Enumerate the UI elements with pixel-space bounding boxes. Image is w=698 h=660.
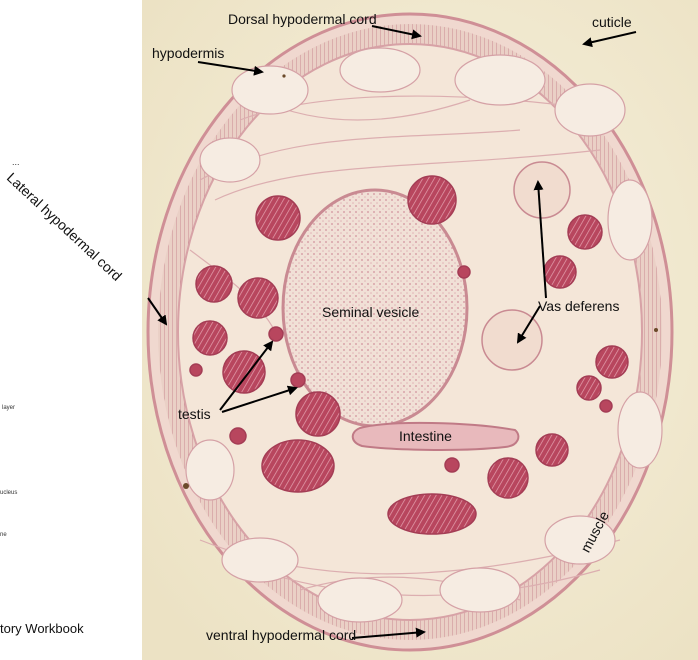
label-ventral-hypodermal-cord: ventral hypodermal cord	[206, 627, 357, 643]
label-hypodermis: hypodermis	[152, 45, 225, 61]
margin-fragment-top: ...	[12, 157, 20, 167]
arrow-testis-2	[221, 385, 298, 413]
arrow-cuticle	[582, 31, 637, 48]
worm-section	[146, 12, 674, 652]
margin-fragment-nucleus: ucleus	[0, 490, 18, 496]
label-cuticle: cuticle	[592, 14, 632, 30]
margin-fragment-layer: layer	[2, 405, 16, 411]
arrow-testis-1	[219, 340, 274, 411]
intestine	[351, 421, 520, 451]
label-intestine: Intestine	[399, 428, 452, 444]
arrow-vas-2	[516, 305, 541, 344]
testis-sections	[189, 175, 629, 535]
arrow-ventral	[351, 627, 426, 639]
label-vas-deferens: Vas deferens	[538, 298, 620, 314]
label-dorsal-hypodermal-cord: Dorsal hypodermal cord	[228, 11, 377, 27]
margin-fragment-ne: ne	[0, 532, 7, 538]
annotation-arrows	[147, 25, 637, 639]
pale-cells	[185, 47, 663, 623]
arrow-lateral	[147, 297, 168, 326]
arrow-dorsal	[371, 25, 422, 40]
label-seminal-vesicle: Seminal vesicle	[322, 304, 420, 320]
arrow-vas-1	[533, 180, 547, 299]
margin-fragment-workbook: tory Workbook	[0, 621, 84, 636]
label-testis: testis	[178, 406, 211, 422]
arrow-hypodermis	[197, 61, 264, 76]
